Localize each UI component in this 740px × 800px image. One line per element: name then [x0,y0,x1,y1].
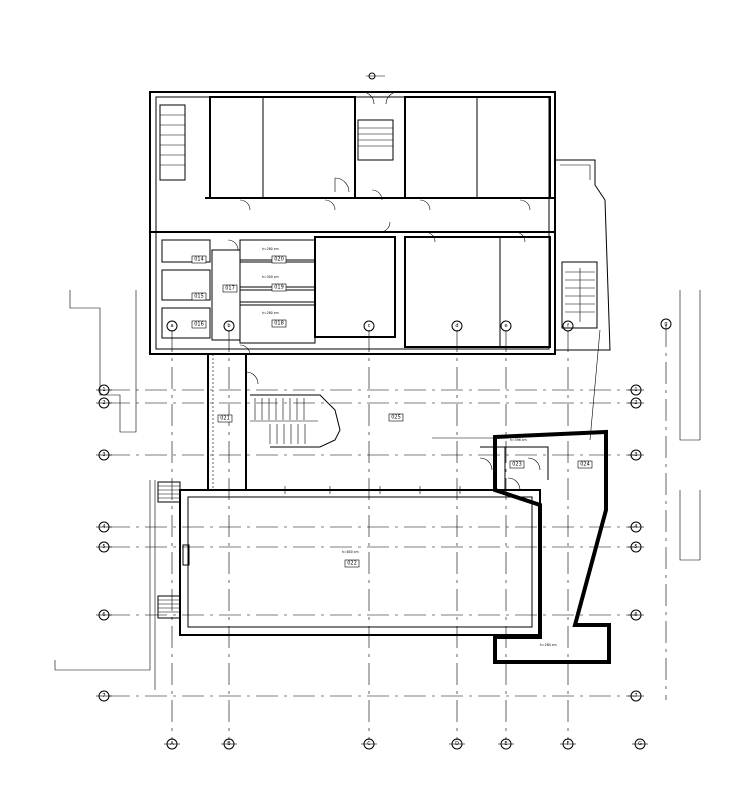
note-1: h=260 cm [262,247,279,251]
axis-bubble-upper: a [166,320,178,332]
svg-text:2: 2 [634,400,637,406]
svg-text:B: B [227,741,231,747]
room-023-label: 023 [512,462,522,468]
room-017-label: 017 [225,286,235,292]
upper-block-walls [149,91,611,355]
room-labels: 020 014 019 015 016 017 018 021 025 023 … [191,255,593,568]
axis-bubble-bottom: F [560,738,576,750]
room-019-label: 019 [274,285,284,291]
note-2: h=300 cm [262,275,279,279]
svg-text:7: 7 [102,693,105,699]
main-stair [250,394,341,448]
room-016-label: 016 [194,322,204,328]
height-notes: h=260 cm h=300 cm h=260 cm h=800 cm h=39… [262,247,557,647]
axis-bubble-left: 7 [96,690,112,702]
horizontal-grid-lines [108,389,635,697]
svg-text:4: 4 [102,524,105,530]
right-axis-markers: 1 2 3 4 5 6 7 [628,384,644,702]
svg-text:3: 3 [102,452,105,458]
svg-text:F: F [567,741,570,747]
svg-text:G: G [638,741,642,747]
room-022-label: 022 [347,561,357,567]
axis-bubble-right: 6 [628,609,644,621]
note-6: h=284 cm [540,643,557,647]
svg-text:1: 1 [634,387,637,393]
room-020-label: 020 [274,257,284,263]
left-axis-markers: 1 2 3 4 5 6 7 [96,384,112,702]
axis-bubble-left: 2 [96,397,112,409]
svg-text:D: D [455,741,459,747]
corridor-021 [207,354,259,490]
site-context [54,290,701,690]
svg-text:1: 1 [102,387,105,393]
room-024-label: 024 [580,462,590,468]
room-014-label: 014 [194,257,204,263]
axis-bubble-left: 5 [96,541,112,553]
axis-bubble-upper: g [660,318,672,330]
svg-text:3: 3 [634,452,637,458]
svg-text:a: a [170,323,173,329]
axis-bubble-upper: e [500,320,512,332]
svg-text:6: 6 [634,612,637,618]
doors-upper [227,91,531,356]
axis-bubble-upper: f [562,320,574,332]
room-021-label: 021 [220,416,230,422]
axis-bubble-left: 4 [96,521,112,533]
axis-bubble-bottom: D [449,738,465,750]
axis-bubble-right: 3 [628,449,644,461]
axis-bubble-left: 3 [96,449,112,461]
axis-bubble-right: 4 [628,521,644,533]
axis-bubble-right: 1 [628,384,644,396]
axis-bubble-upper: c [363,320,375,332]
svg-text:4: 4 [634,524,637,530]
note-4: h=800 cm [342,550,359,554]
room-018-label: 018 [274,321,284,327]
upper-axis-markers: a b c d e f g [166,318,672,332]
svg-text:b: b [227,323,230,329]
top-level-marker [366,72,385,80]
room-015-label: 015 [194,294,204,300]
axis-bubble-bottom: E [498,738,514,750]
axis-bubble-left: 6 [96,609,112,621]
svg-text:7: 7 [634,693,637,699]
svg-text:2: 2 [102,400,105,406]
vertical-grid-lines [171,325,667,740]
svg-text:A: A [170,741,174,747]
svg-text:5: 5 [634,544,637,550]
svg-text:f: f [567,323,569,329]
axis-bubble-bottom: A [164,738,180,750]
main-hall-022 [179,486,541,636]
axis-bubble-right: 7 [628,690,644,702]
axis-bubble-bottom: G [632,738,648,750]
axis-bubble-right: 5 [628,541,644,553]
svg-text:g: g [664,321,667,327]
svg-text:c: c [368,323,371,329]
axis-bubble-right: 2 [628,397,644,409]
svg-text:d: d [455,323,458,329]
axis-bubble-bottom: C [361,738,377,750]
axis-bubble-upper: d [451,320,463,332]
svg-text:E: E [504,741,507,747]
bottom-axis-markers: A B C D E F G [164,738,648,750]
svg-text:C: C [367,741,371,747]
rooms-023-024 [432,429,611,664]
room-025-label: 025 [391,415,401,421]
note-5: h=396 cm [510,438,527,442]
svg-text:e: e [504,323,507,329]
axis-bubble-bottom: B [221,738,237,750]
svg-text:6: 6 [102,612,105,618]
axis-bubble-upper: b [223,320,235,332]
note-3: h=260 cm [262,311,279,315]
svg-text:5: 5 [102,544,105,550]
axis-bubble-left: 1 [96,384,112,396]
